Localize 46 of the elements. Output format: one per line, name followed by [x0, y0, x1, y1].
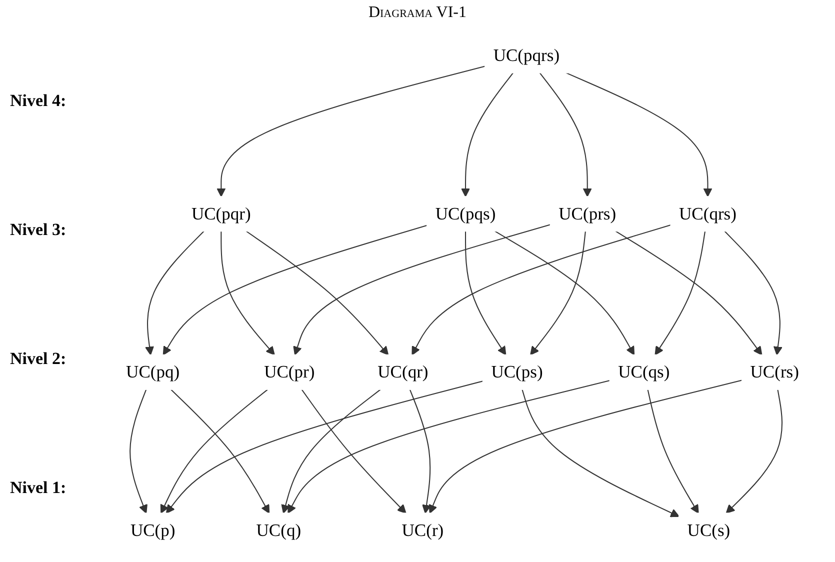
node-text: UC(qr): [378, 362, 428, 382]
node-text: UC(rs): [750, 362, 799, 382]
arrow: [145, 230, 204, 356]
arrow: [530, 231, 586, 356]
arrow: [162, 224, 428, 356]
arrow: [428, 380, 742, 514]
level-label: Nivel 4:: [10, 90, 68, 110]
arrow: [166, 380, 484, 514]
level-label: Nivel 3:: [10, 220, 68, 240]
node-text: UC(pqs): [435, 204, 496, 224]
arrow: [409, 389, 431, 514]
arrow: [130, 389, 148, 514]
level-label: Nivel 1:: [10, 478, 68, 498]
node-text: UC(qs): [618, 362, 670, 382]
node-text: UC(qrs): [679, 204, 736, 224]
node-text: UC(r): [402, 520, 444, 540]
arrow: [539, 72, 592, 197]
arrow: [246, 230, 389, 356]
arrow: [220, 231, 275, 356]
node-text: UC(prs): [558, 204, 616, 224]
node-text: UC(s): [687, 520, 730, 540]
arrow: [566, 72, 712, 197]
arrow: [281, 389, 381, 514]
arrow: [724, 230, 782, 356]
node-text: UC(pqr): [191, 204, 251, 224]
arrow: [615, 230, 762, 356]
level-label: Nivel 2:: [10, 348, 68, 368]
arrow: [726, 389, 783, 514]
node-text: UC(pq): [126, 362, 180, 382]
arrow: [494, 230, 635, 356]
node-text: UC(pqrs): [493, 45, 560, 66]
arrow: [293, 224, 551, 356]
arrow: [522, 389, 680, 518]
arrow: [460, 72, 514, 197]
arrow: [654, 231, 706, 356]
node-text: UC(q): [256, 520, 302, 540]
arrow: [288, 380, 610, 514]
arrow: [412, 224, 671, 356]
arrow: [465, 231, 506, 356]
arrow: [301, 389, 406, 514]
diagram-title: Diagrama VI-1: [367, 4, 468, 22]
node-text: UC(p): [130, 520, 176, 540]
node-text: UC(ps): [491, 362, 543, 382]
arrow: [216, 66, 486, 197]
arrow: [647, 389, 699, 514]
node-text: UC(pr): [264, 362, 315, 382]
